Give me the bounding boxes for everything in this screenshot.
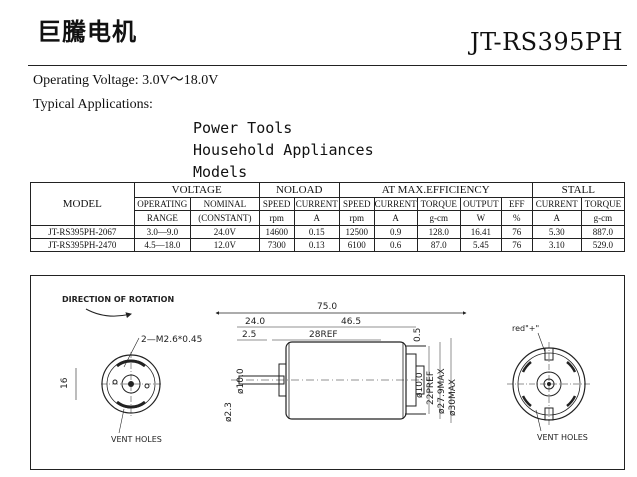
row-me-current: 0.9 xyxy=(373,225,418,239)
applications-label: Typical Applications: xyxy=(33,97,153,112)
percent-unit: % xyxy=(500,210,533,226)
row-me-eff: 76 xyxy=(500,238,533,252)
row-model: JT-RS395PH-2470 xyxy=(30,238,135,252)
vent-holes-right-label: VENT HOLES xyxy=(537,433,588,442)
stall-current-header: CURRENT xyxy=(531,197,582,211)
constant-unit: (CONSTANT) xyxy=(190,210,260,226)
row-st-torque: 887.0 xyxy=(580,225,626,239)
tip-dim: 0.5 xyxy=(413,328,423,342)
rotation-arrow-icon xyxy=(85,308,132,319)
applications-list: Power Tools Household Appliances Models xyxy=(193,117,374,183)
rear-view xyxy=(507,342,591,426)
nominal-header: NOMINAL xyxy=(190,197,260,211)
rpm-unit: rpm xyxy=(338,210,375,226)
body-max-dim: ø27.9MAX xyxy=(437,368,447,414)
application-item: Power Tools xyxy=(193,119,293,137)
me-current-header: CURRENT xyxy=(373,197,418,211)
row-nl-current: 0.13 xyxy=(293,238,340,252)
vent-leader-left xyxy=(118,408,125,434)
table-row: JT-RS395PH-2067 3.0—9.0 24.0V 14600 0.15… xyxy=(30,225,626,239)
body-length-dim: 46.5 xyxy=(341,317,361,327)
table-row: JT-RS395PH-2470 4.5—18.0 12.0V 7300 0.13… xyxy=(30,238,626,252)
company-name: 巨騰电机 xyxy=(37,18,137,46)
ref-dim: 28REF xyxy=(309,330,338,340)
row-me-torque: 87.0 xyxy=(416,238,461,252)
boss-dia-dim: ø10.0 xyxy=(236,368,246,394)
row-nominal: 24.0V xyxy=(190,225,260,239)
screw-leader xyxy=(123,337,140,368)
screw-label: 2—M2.6*0.45 xyxy=(141,335,202,345)
application-item: Household Appliances xyxy=(193,141,374,159)
pref-dim: 22PREF xyxy=(426,371,436,405)
row-me-speed: 12500 xyxy=(338,225,375,239)
motor-drawing-svg: DIRECTION OF ROTATION 2—M2.6*0.45 16 VEN… xyxy=(60,295,591,444)
me-output-header: OUTPUT xyxy=(459,197,502,211)
polarity-label: red"+" xyxy=(512,324,539,333)
row-me-output: 16.41 xyxy=(459,225,502,239)
watt-unit: W xyxy=(459,210,502,226)
me-torque-header: TORQUE xyxy=(416,197,461,211)
noload-group-header: NOLOAD xyxy=(258,182,340,198)
row-st-current: 3.10 xyxy=(531,238,582,252)
flange-dim: 2.5 xyxy=(242,330,256,340)
noload-speed-header: SPEED xyxy=(258,197,295,211)
row-operating: 3.0—9.0 xyxy=(133,225,192,239)
row-st-torque: 529.0 xyxy=(580,238,626,252)
operating-header: OPERATING xyxy=(133,197,192,211)
amp-unit: A xyxy=(293,210,340,226)
max-efficiency-group-header: AT MAX.EFFICIENCY xyxy=(338,182,533,198)
stall-group-header: STALL xyxy=(531,182,626,198)
gcm-unit: g-cm xyxy=(580,210,626,226)
row-me-torque: 128.0 xyxy=(416,225,461,239)
operating-voltage-text: Operating Voltage: 3.0V～18.0V xyxy=(33,73,219,88)
row-st-current: 5.30 xyxy=(531,225,582,239)
vent-holes-left-label: VENT HOLES xyxy=(111,435,162,444)
stall-torque-header: TORQUE xyxy=(580,197,626,211)
row-nl-speed: 14600 xyxy=(258,225,295,239)
performance-table: MODEL VOLTAGE NOLOAD AT MAX.EFFICIENCY S… xyxy=(30,182,626,252)
side-view: 75.0 24.0 46.5 2.5 28REF 0.5 ø10.0 ø2.3 … xyxy=(215,302,467,423)
boss-dia-right-dim: ø10.0 xyxy=(415,372,425,398)
row-operating: 4.5—18.0 xyxy=(133,238,192,252)
row-model: JT-RS395PH-2067 xyxy=(30,225,135,239)
row-me-current: 0.6 xyxy=(373,238,418,252)
left-height-dim: 16 xyxy=(60,377,70,389)
title-divider xyxy=(28,65,627,66)
noload-current-header: CURRENT xyxy=(293,197,340,211)
model-title: JT-RS395PH xyxy=(469,28,623,56)
row-nl-speed: 7300 xyxy=(258,238,295,252)
technical-drawing: DIRECTION OF ROTATION 2—M2.6*0.45 16 VEN… xyxy=(30,275,625,470)
amp-unit: A xyxy=(373,210,418,226)
model-header: MODEL xyxy=(30,182,135,226)
voltage-group-header: VOLTAGE xyxy=(133,182,260,198)
shaft-length-dim: 24.0 xyxy=(245,317,265,327)
application-item: Models xyxy=(193,163,248,181)
total-length-dim: 75.0 xyxy=(317,302,337,312)
can-max-dim: ø30MAX xyxy=(448,379,458,416)
vent-leader-right xyxy=(535,409,542,432)
row-me-output: 5.45 xyxy=(459,238,502,252)
front-view xyxy=(101,352,161,416)
row-me-eff: 76 xyxy=(500,225,533,239)
shaft-dia-dim: ø2.3 xyxy=(224,402,234,422)
range-unit: RANGE xyxy=(133,210,192,226)
row-nominal: 12.0V xyxy=(190,238,260,252)
row-me-speed: 6100 xyxy=(338,238,375,252)
me-eff-header: EFF xyxy=(500,197,533,211)
row-nl-current: 0.15 xyxy=(293,225,340,239)
rpm-unit: rpm xyxy=(258,210,295,226)
amp-unit: A xyxy=(531,210,582,226)
rotation-label: DIRECTION OF ROTATION xyxy=(62,295,174,304)
me-speed-header: SPEED xyxy=(338,197,375,211)
gcm-unit: g-cm xyxy=(416,210,461,226)
